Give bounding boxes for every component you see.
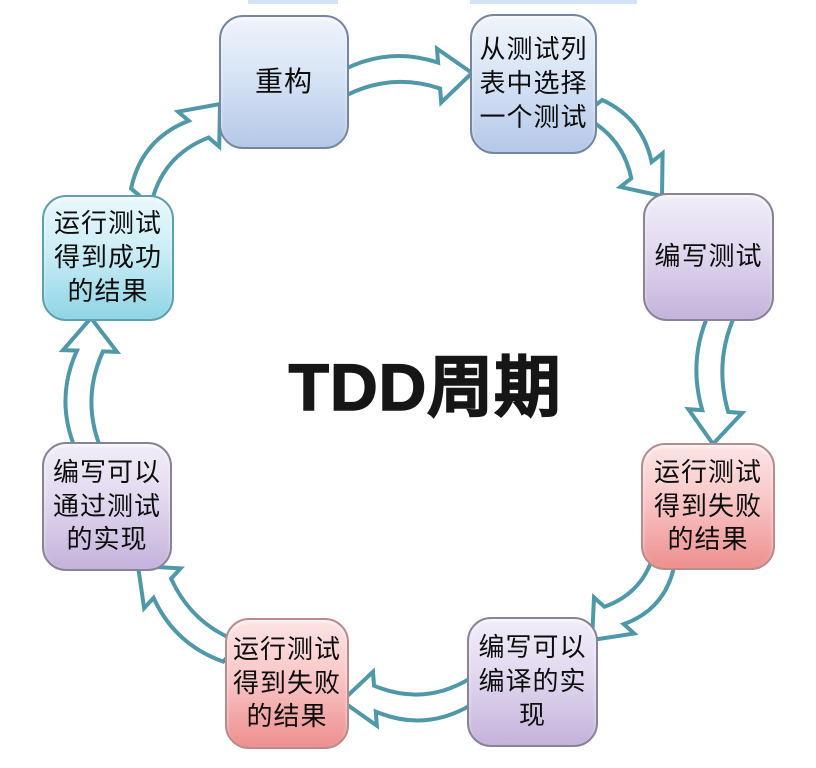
node-write-test-label: 编写测试	[654, 241, 763, 272]
node-refactor: 重构	[219, 15, 349, 149]
cropped-shape-artifact	[248, 0, 338, 4]
arrow-write-compile-to-run-fail2	[338, 667, 473, 730]
node-write-compiling-impl-label: 编写可以 编译的实 现	[478, 632, 587, 730]
node-write-passing-impl: 编写可以 通过测试 的实现	[42, 442, 172, 571]
node-refactor-label: 重构	[254, 65, 313, 97]
arrow-select-to-write-test	[578, 97, 665, 199]
node-run-test-success: 运行测试 得到成功 的结果	[42, 195, 174, 321]
arrow-refactor-to-select	[340, 44, 476, 107]
node-run-test-fail-right: 运行测试 得到失败 的结果	[641, 443, 775, 570]
node-select-test: 从测试列 表中选择 一个测试	[470, 14, 597, 154]
arrow-run-fail-to-write-compile	[589, 547, 676, 643]
cropped-shape-artifact	[470, 0, 637, 4]
node-run-test-success-label: 运行测试 得到成功 的结果	[53, 208, 162, 306]
node-write-test: 编写测试	[643, 193, 774, 321]
node-run-test-fail-left: 运行测试 得到失败 的结果	[225, 618, 349, 749]
node-select-test-label: 从测试列 表中选择 一个测试	[479, 34, 588, 132]
node-write-passing-impl-label: 编写可以 通过测试 的实现	[52, 456, 161, 555]
node-run-test-fail-left-label: 运行测试 得到失败 的结果	[232, 633, 341, 732]
arrow-write-pass-to-run-success	[58, 314, 122, 449]
diagram-title: TDD周期	[288, 349, 562, 425]
node-write-compiling-impl: 编写可以 编译的实 现	[467, 617, 598, 747]
arrow-write-test-to-run-fail	[684, 311, 747, 448]
node-run-test-fail-right-label: 运行测试 得到失败 的结果	[653, 456, 762, 555]
